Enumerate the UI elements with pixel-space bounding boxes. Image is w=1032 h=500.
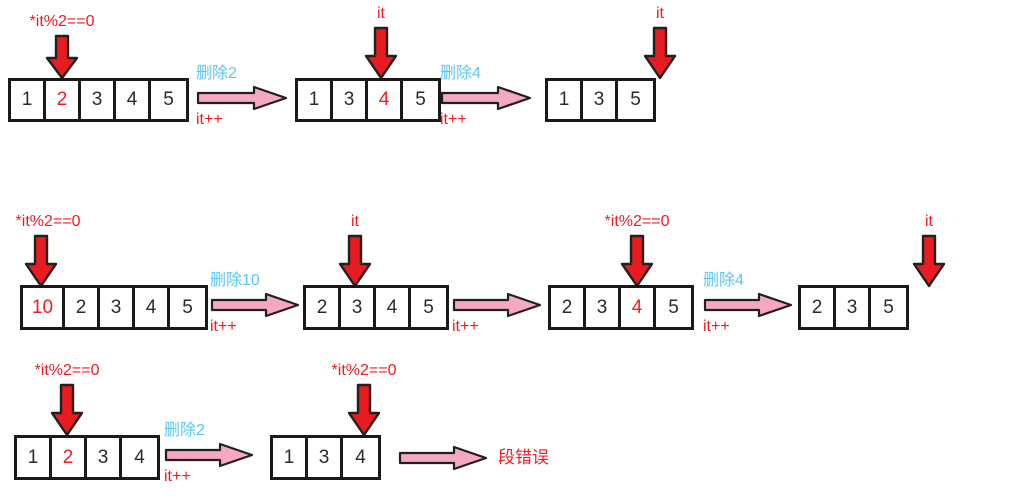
- array-cell: 5: [170, 288, 205, 327]
- right-arrow-icon: [398, 445, 488, 471]
- right-arrow-icon: [164, 442, 254, 468]
- array-cell: 5: [618, 81, 653, 119]
- pointer-row2-array3: *it%2==0: [605, 214, 669, 288]
- array-cell: 1: [17, 438, 52, 477]
- transition-row2-2: it++: [452, 273, 542, 335]
- array-row1-1: 1 2 3 4 5: [8, 78, 189, 122]
- down-arrow-icon: [364, 26, 398, 80]
- array-cell: 2: [551, 288, 586, 327]
- array-row1-3: 1 3 5: [545, 78, 656, 122]
- array-cell: 4: [621, 288, 656, 327]
- array-cell: 3: [341, 288, 376, 327]
- down-arrow-icon: [50, 383, 84, 437]
- right-arrow-icon: [196, 85, 288, 111]
- right-arrow-icon: [452, 292, 542, 318]
- down-arrow-icon: [24, 234, 58, 288]
- down-arrow-icon: [45, 34, 79, 80]
- transition-label-increment: it++: [210, 318, 237, 335]
- array-row2-3: 2 3 4 5: [548, 285, 694, 330]
- pointer-label-row1-array1: *it%2==0: [29, 13, 95, 30]
- transition-row2-3: 删除4 it++: [703, 273, 793, 335]
- array-cell: 2: [801, 288, 836, 327]
- pointer-row1-array2: it: [364, 6, 398, 80]
- down-arrow-icon: [338, 234, 372, 288]
- array-cell: 3: [583, 81, 618, 119]
- array-row2-2: 2 3 4 5: [303, 285, 449, 330]
- array-row3-2: 1 3 4: [270, 435, 381, 480]
- pointer-row2-array2: it: [338, 214, 372, 288]
- array-cell: 2: [52, 438, 87, 477]
- pointer-label-row1-array3: it: [656, 5, 664, 22]
- array-cell: 4: [368, 81, 403, 119]
- down-arrow-icon: [912, 234, 946, 288]
- pointer-row1-array3: it: [643, 6, 677, 80]
- down-arrow-icon: [620, 234, 654, 288]
- pointer-label-row2-array2: it: [351, 213, 359, 230]
- array-row2-1: 10 2 3 4 5: [20, 285, 208, 330]
- array-cell: 10: [23, 288, 65, 327]
- pointer-row2-array1: *it%2==0: [16, 214, 80, 288]
- array-cell: 1: [548, 81, 583, 119]
- array-cell: 4: [343, 438, 378, 477]
- array-cell: 3: [81, 81, 116, 119]
- array-cell: 2: [46, 81, 81, 119]
- array-cell: 4: [116, 81, 151, 119]
- array-cell: 2: [65, 288, 100, 327]
- array-cell: 4: [376, 288, 411, 327]
- pointer-label-row2-array3: *it%2==0: [604, 213, 670, 230]
- array-cell: 2: [306, 288, 341, 327]
- transition-label-delete: 删除2: [164, 422, 205, 439]
- array-row2-4: 2 3 5: [798, 285, 909, 330]
- array-cell: 1: [298, 81, 333, 119]
- pointer-label-row3-array2: *it%2==0: [331, 362, 397, 379]
- transition-label-increment: it++: [440, 111, 467, 128]
- pointer-label-row3-array1: *it%2==0: [34, 362, 100, 379]
- transition-label-increment: it++: [703, 318, 730, 335]
- transition-row3-2: [398, 445, 488, 471]
- segfault-note: 段错误: [498, 448, 549, 467]
- transition-row2-1: 删除10 it++: [210, 273, 300, 335]
- down-arrow-icon: [347, 383, 381, 437]
- array-cell: 4: [122, 438, 157, 477]
- pointer-row3-array1: *it%2==0: [35, 363, 99, 437]
- pointer-label-row1-array2: it: [377, 5, 385, 22]
- array-cell: 5: [411, 288, 446, 327]
- array-cell: 3: [100, 288, 135, 327]
- pointer-row2-array4: it: [912, 214, 946, 288]
- pointer-row1-array1: *it%2==0: [30, 14, 94, 80]
- array-cell: 1: [11, 81, 46, 119]
- transition-label-increment: it++: [196, 111, 223, 128]
- transition-row1-1: 删除2 it++: [196, 66, 288, 128]
- array-cell: 5: [871, 288, 906, 327]
- down-arrow-icon: [643, 26, 677, 80]
- array-cell: 5: [656, 288, 691, 327]
- transition-row1-2: 删除4 it++: [440, 66, 532, 128]
- transition-row3-1: 删除2 it++: [164, 423, 254, 485]
- pointer-label-row2-array1: *it%2==0: [15, 213, 81, 230]
- transition-label-delete: 删除2: [196, 65, 237, 82]
- array-cell: 5: [151, 81, 186, 119]
- transition-label-delete: 删除10: [210, 272, 260, 289]
- array-cell: 3: [836, 288, 871, 327]
- array-cell: 3: [87, 438, 122, 477]
- array-cell: 4: [135, 288, 170, 327]
- array-cell: 3: [333, 81, 368, 119]
- transition-label-increment: it++: [452, 318, 479, 335]
- transition-label-increment: it++: [164, 468, 191, 485]
- array-row3-1: 1 2 3 4: [14, 435, 160, 480]
- pointer-label-row2-array4: it: [925, 213, 933, 230]
- right-arrow-icon: [440, 85, 532, 111]
- array-cell: 3: [586, 288, 621, 327]
- pointer-row3-array2: *it%2==0: [332, 363, 396, 437]
- array-cell: 3: [308, 438, 343, 477]
- transition-label-delete: 删除4: [703, 272, 744, 289]
- array-row1-2: 1 3 4 5: [295, 78, 441, 122]
- right-arrow-icon: [703, 292, 793, 318]
- right-arrow-icon: [210, 292, 300, 318]
- array-cell: 5: [403, 81, 438, 119]
- transition-label-delete: 删除4: [440, 65, 481, 82]
- array-cell: 1: [273, 438, 308, 477]
